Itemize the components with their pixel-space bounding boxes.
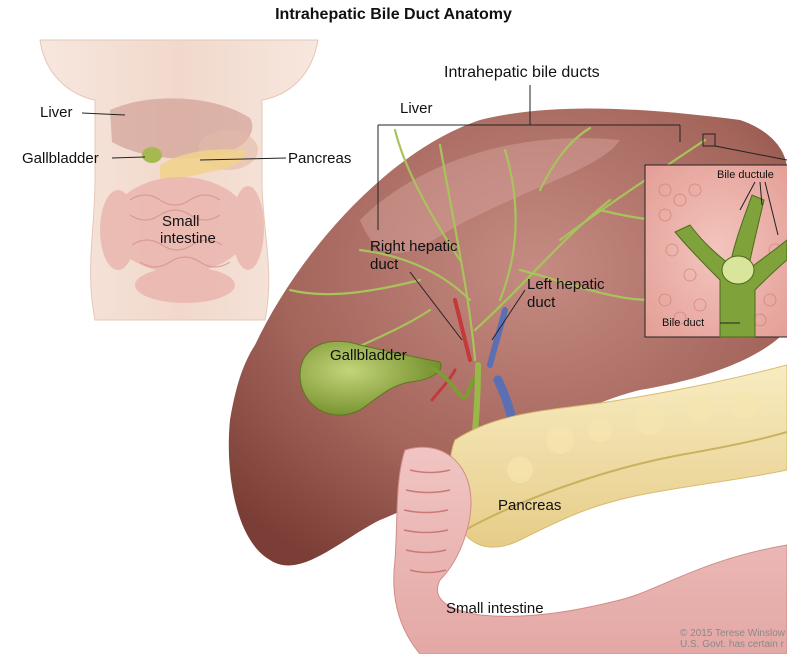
diagram-title: Intrahepatic Bile Duct Anatomy	[0, 6, 787, 24]
label-liver: Liver	[400, 100, 433, 117]
inset-label-pancreas: Pancreas	[288, 150, 351, 167]
label-right-hepatic-duct-2: duct	[370, 256, 398, 273]
inset-label-small-intestine-2: intestine	[160, 230, 216, 247]
inset-label-liver: Liver	[40, 104, 73, 121]
copyright-credit: © 2015 Terese Winslow U.S. Govt. has cer…	[680, 628, 785, 650]
zoom-duct-lumen	[722, 256, 754, 284]
inset-label-small-intestine-1: Small	[162, 213, 200, 230]
label-pancreas: Pancreas	[498, 497, 561, 514]
inset-gallbladder	[142, 147, 162, 163]
label-bile-ductule: Bile ductule	[717, 169, 774, 181]
body-inset	[40, 40, 318, 320]
label-right-hepatic-duct-1: Right hepatic	[370, 238, 458, 255]
credit-line-2: U.S. Govt. has certain r	[680, 639, 785, 650]
label-bile-duct: Bile duct	[662, 317, 704, 329]
label-small-intestine: Small intestine	[446, 600, 544, 617]
label-left-hepatic-duct-1: Left hepatic	[527, 276, 605, 293]
zoom-inset	[645, 165, 787, 337]
label-intrahepatic-bile-ducts: Intrahepatic bile ducts	[444, 64, 600, 81]
label-gallbladder: Gallbladder	[330, 347, 407, 364]
credit-line-1: © 2015 Terese Winslow	[680, 628, 785, 639]
label-left-hepatic-duct-2: duct	[527, 294, 555, 311]
inset-label-gallbladder: Gallbladder	[22, 150, 99, 167]
